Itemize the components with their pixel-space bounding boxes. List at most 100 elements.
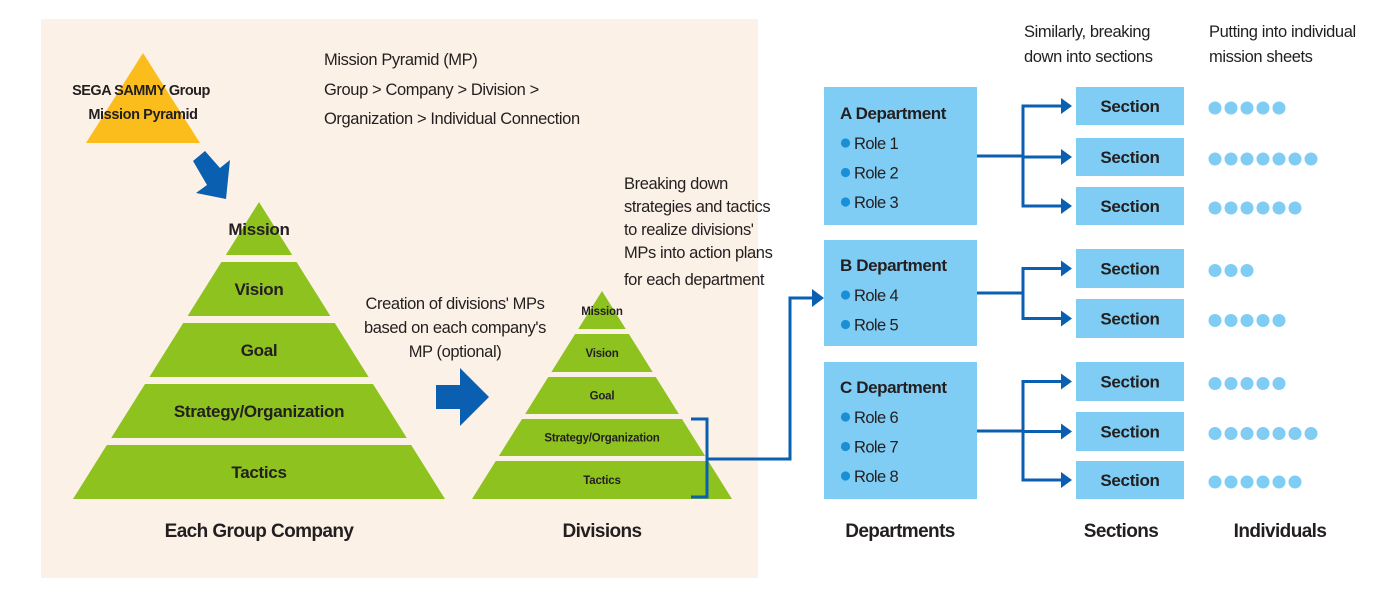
individual-dot-icon	[1288, 427, 1302, 440]
division-pyramid-level-4	[472, 461, 732, 499]
arrowhead-icon	[1061, 98, 1072, 114]
arrowhead-icon	[1061, 310, 1072, 327]
section-label: Section	[1100, 373, 1159, 392]
company-pyramid-level-label: Strategy/Organization	[174, 402, 344, 421]
individual-dot-icon	[1256, 314, 1270, 327]
individual-dot-icon	[1256, 475, 1270, 489]
individual-dot-icon	[1256, 377, 1270, 390]
division-to-department-connector	[707, 296, 814, 461]
individual-dot-icon	[1240, 264, 1254, 277]
individual-dot-icon	[1240, 314, 1254, 327]
role-item: Role 2	[854, 165, 899, 183]
role-item: Role 4	[854, 287, 899, 305]
bullet-icon	[840, 138, 851, 148]
individual-dot-icon	[1224, 377, 1238, 390]
bullet-icon	[840, 167, 851, 178]
company-pyramid-level-label: Tactics	[231, 463, 286, 482]
role-item: Role 6	[854, 409, 899, 427]
breakdown-note-line: to realize divisions'	[624, 221, 754, 239]
individual-dot-icon	[1208, 475, 1222, 489]
individual-dot-icon	[1288, 475, 1302, 489]
department-title: B Department	[840, 256, 947, 275]
individual-dot-icon	[1224, 152, 1238, 166]
role-item: Role 1	[854, 135, 899, 153]
division-pyramid-level-2	[525, 377, 679, 414]
individual-dot-icon	[1224, 201, 1238, 215]
division-pyramid-level-label: Strategy/Organization	[544, 433, 659, 445]
division-pyramid-level-label: Goal	[590, 391, 615, 403]
individuals-caption: Individuals	[1234, 521, 1327, 542]
section-box	[1076, 461, 1184, 499]
arrowhead-icon	[1061, 423, 1072, 440]
breakdown-note-line: strategies and tactics	[624, 198, 770, 216]
company-pyramid-level-label: Goal	[241, 341, 278, 360]
section-box	[1076, 299, 1184, 338]
section-box	[1076, 138, 1184, 176]
section-box	[1076, 362, 1184, 401]
group-mission-pyramid	[86, 53, 200, 143]
arrowhead-icon	[1061, 149, 1072, 165]
arrowhead-icon	[1061, 198, 1072, 214]
section-label: Section	[1100, 197, 1159, 216]
company-pyramid-caption: Each Group Company	[165, 521, 355, 542]
individual-dot-icon	[1288, 201, 1302, 215]
individual-dot-icon	[1256, 427, 1270, 440]
arrowhead-icon	[1061, 260, 1072, 277]
individual-dot-icon	[1272, 314, 1286, 327]
division-pyramid-level-label: Vision	[585, 348, 618, 360]
mp-description-line-1: Mission Pyramid (MP)	[324, 51, 477, 69]
individual-dot-icon	[1208, 201, 1222, 215]
individual-dot-icon	[1272, 377, 1286, 390]
section-label: Section	[1100, 148, 1159, 167]
individual-dot-icon	[1256, 101, 1270, 115]
company-pyramid: MissionVisionGoalStrategy/OrganizationTa…	[73, 202, 445, 499]
sections-caption: Sections	[1084, 521, 1158, 542]
company-pyramid-level-label: Vision	[235, 280, 284, 299]
individual-dot-icon	[1208, 314, 1222, 327]
individual-dot-icon	[1304, 152, 1318, 166]
individual-dot-icon	[1272, 152, 1286, 166]
creation-note-line-3: MP (optional)	[409, 343, 502, 361]
individual-dot-icon	[1208, 264, 1222, 277]
role-item: Role 3	[854, 194, 899, 212]
role-item: Role 7	[854, 439, 899, 457]
individual-dot-icon	[1240, 101, 1254, 115]
section-label: Section	[1100, 97, 1159, 116]
company-pyramid-level-1	[187, 262, 331, 316]
section-box	[1076, 87, 1184, 125]
right-arrow-icon	[436, 368, 489, 426]
individual-dot-icon	[1272, 201, 1286, 215]
individual-dot-icon	[1224, 475, 1238, 489]
bullet-icon	[840, 197, 851, 207]
breakdown-note-line: for each department	[624, 271, 765, 289]
division-pyramid-level-label: Mission	[581, 306, 623, 318]
division-pyramid-level-0	[578, 291, 626, 329]
bullet-icon	[840, 471, 851, 481]
division-pyramid-level-3	[498, 419, 706, 456]
individual-dot-icon	[1272, 475, 1286, 489]
connector-arrowhead-icon	[812, 289, 824, 307]
division-pyramid-caption: Divisions	[562, 521, 641, 542]
breakdown-note-line: MPs into action plans	[624, 244, 773, 262]
individual-dot-icon	[1240, 427, 1254, 440]
bullet-icon	[840, 412, 851, 422]
individual-dot-icon	[1304, 427, 1318, 440]
bullet-icon	[840, 441, 851, 452]
individual-dot-icon	[1224, 427, 1238, 440]
individual-dot-icon	[1224, 101, 1238, 115]
role-item: Role 5	[854, 317, 899, 335]
section-label: Section	[1100, 260, 1159, 279]
individual-dot-icon	[1240, 377, 1254, 390]
section-label: Section	[1100, 471, 1159, 490]
individual-dot-icon	[1224, 314, 1238, 327]
individual-dot-icon	[1208, 101, 1222, 115]
section-label: Section	[1100, 423, 1159, 442]
division-pyramid: MissionVisionGoalStrategy/OrganizationTa…	[472, 291, 732, 499]
individual-dot-icon	[1288, 152, 1302, 166]
mp-description-line-2: Group > Company > Division >	[324, 81, 539, 99]
